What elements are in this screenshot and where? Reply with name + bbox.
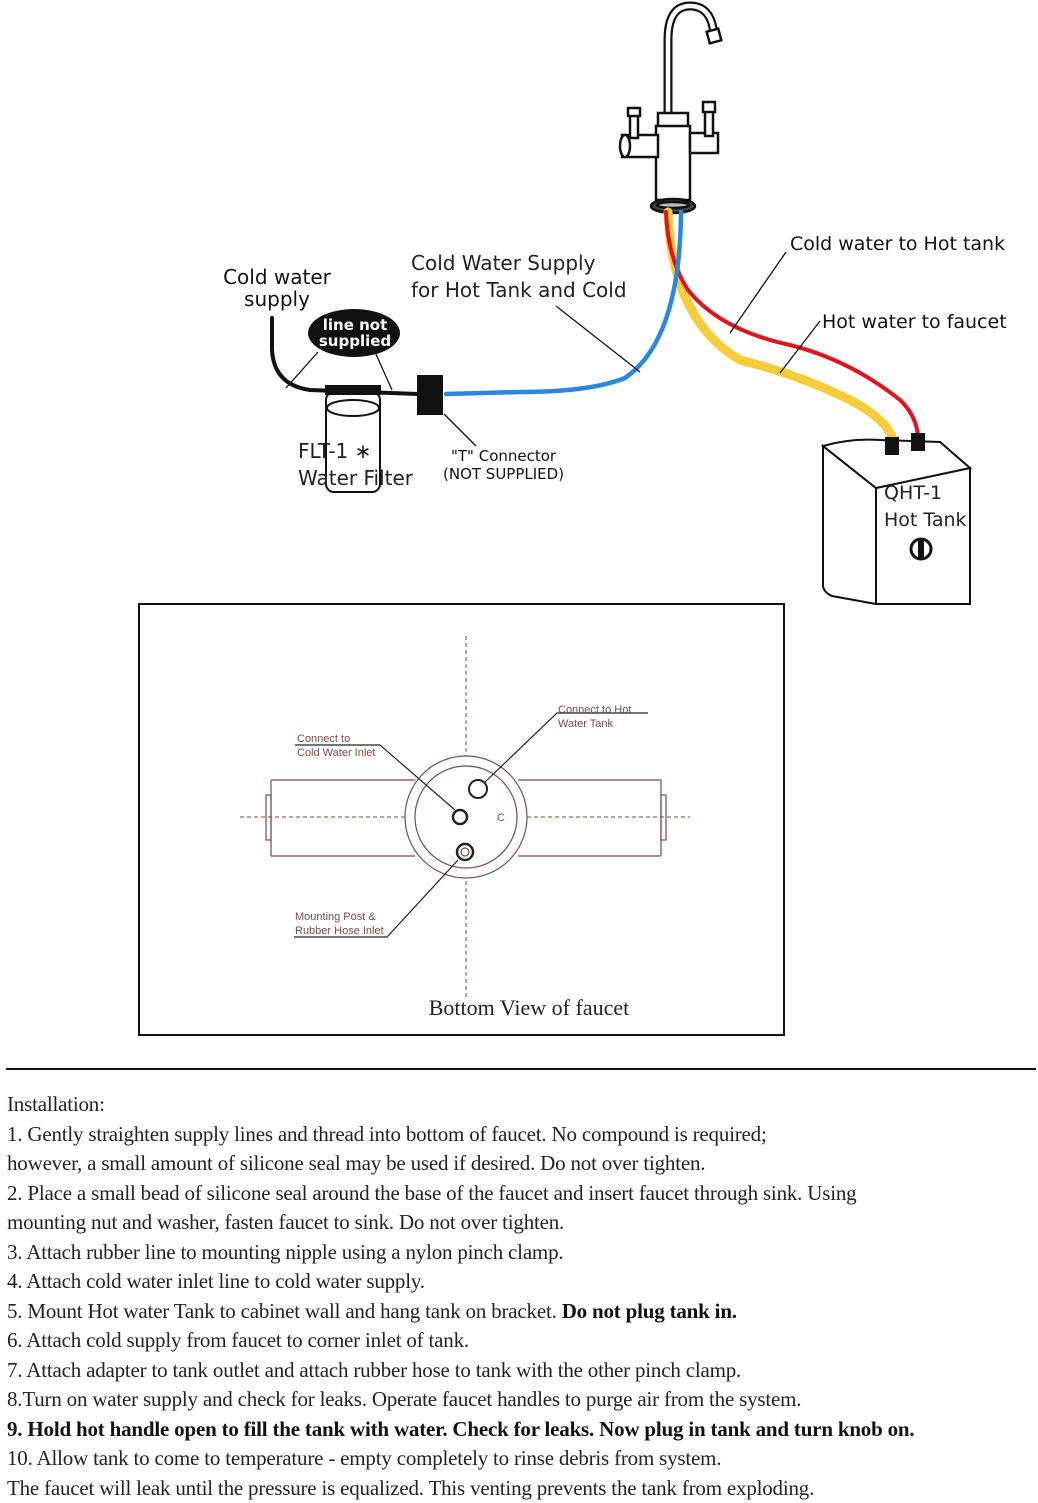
cold-supply-for-tank-label-1: Cold Water Supply: [411, 251, 596, 275]
instruction-line: 4. Attach cold water inlet line to cold …: [7, 1267, 1035, 1297]
cold-water-supply-label-2: supply: [244, 287, 310, 311]
instruction-text: 3. Attach rubber line to mounting nipple…: [7, 1240, 563, 1264]
instruction-line: 6. Attach cold supply from faucet to cor…: [7, 1326, 1035, 1356]
bottom-view-panel: C Connect to Cold Water Inlet Connect to…: [139, 604, 784, 1035]
blue-cold-supply-line: [446, 212, 681, 394]
instruction-line: mounting nut and washer, fasten faucet t…: [7, 1208, 1035, 1238]
instruction-text: 10. Allow tank to come to temperature - …: [7, 1446, 721, 1470]
instruction-line: 9. Hold hot handle open to fill the tank…: [7, 1415, 1035, 1445]
section-divider: [6, 1068, 1036, 1070]
instruction-line: 10. Allow tank to come to temperature - …: [7, 1444, 1035, 1474]
installation-instructions: Installation: 1. Gently straighten suppl…: [7, 1090, 1035, 1503]
instruction-line: 7. Attach adapter to tank outlet and att…: [7, 1356, 1035, 1386]
cold-to-hot-tank-label: Cold water to Hot tank: [790, 233, 1005, 255]
instruction-bold-text: Do not plug tank in.: [562, 1299, 737, 1323]
t-connector-label-2: (NOT SUPPLIED): [443, 465, 564, 483]
instruction-line: 1. Gently straighten supply lines and th…: [7, 1120, 1035, 1150]
instruction-text: 6. Attach cold supply from faucet to cor…: [7, 1328, 469, 1352]
center-mark-label: C: [497, 812, 505, 824]
cold-inlet-callout-1: Connect to: [297, 733, 350, 745]
line-not-supplied-badge: line not supplied: [286, 309, 400, 390]
cold-supply-for-tank-label-2: for Hot Tank and Cold: [411, 278, 627, 302]
instruction-line: 2. Place a small bead of silicone seal a…: [7, 1179, 1035, 1209]
t-connector-label-1: "T" Connector: [451, 447, 557, 465]
instruction-text: 8.Turn on water supply and check for lea…: [7, 1387, 801, 1411]
hot-tank-model-label: QHT-1: [884, 482, 942, 504]
hot-tank-name-label: Hot Tank: [884, 509, 967, 531]
mounting-callout-2: Rubber Hose Inlet: [295, 925, 384, 937]
instruction-text: 4. Attach cold water inlet line to cold …: [7, 1269, 425, 1293]
instruction-text: 2. Place a small bead of silicone seal a…: [7, 1181, 856, 1205]
instruction-steps: 1. Gently straighten supply lines and th…: [7, 1120, 1035, 1503]
installation-diagram: line not supplied Cold water supply Cold…: [0, 0, 1038, 1060]
instruction-text: however, a small amount of silicone seal…: [7, 1151, 705, 1175]
instruction-text: The faucet will leak until the pressure …: [7, 1476, 814, 1500]
t-connector: [417, 375, 443, 415]
filter-model-label: FLT-1 ∗: [298, 439, 371, 463]
hot-to-faucet-label: Hot water to faucet: [822, 311, 1007, 333]
instruction-line: 3. Attach rubber line to mounting nipple…: [7, 1238, 1035, 1268]
instruction-line: however, a small amount of silicone seal…: [7, 1149, 1035, 1179]
line-not-supplied-line2: supplied: [319, 332, 391, 350]
instruction-bold-text: 9. Hold hot handle open to fill the tank…: [7, 1417, 914, 1441]
instruction-line: 8.Turn on water supply and check for lea…: [7, 1385, 1035, 1415]
hot-tank-callout-1: Connect to Hot: [558, 704, 631, 716]
mounting-callout-1: Mounting Post &: [295, 911, 376, 923]
faucet-illustration: [620, 6, 721, 213]
cold-water-supply-label-1: Cold water: [223, 265, 332, 289]
instruction-line: The faucet will leak until the pressure …: [7, 1474, 1035, 1503]
instruction-text: 7. Attach adapter to tank outlet and att…: [7, 1358, 741, 1382]
cold-inlet-callout-2: Cold Water Inlet: [297, 747, 375, 759]
instructions-heading: Installation:: [7, 1090, 1035, 1120]
filter-name-label: Water Filter: [298, 466, 414, 490]
instruction-text: 5. Mount Hot water Tank to cabinet wall …: [7, 1299, 562, 1323]
instruction-text: 1. Gently straighten supply lines and th…: [7, 1122, 767, 1146]
hot-tank-callout-2: Water Tank: [558, 718, 614, 730]
bottom-view-title: Bottom View of faucet: [429, 995, 630, 1020]
instruction-line: 5. Mount Hot water Tank to cabinet wall …: [7, 1297, 1035, 1327]
instruction-text: mounting nut and washer, fasten faucet t…: [7, 1210, 564, 1234]
